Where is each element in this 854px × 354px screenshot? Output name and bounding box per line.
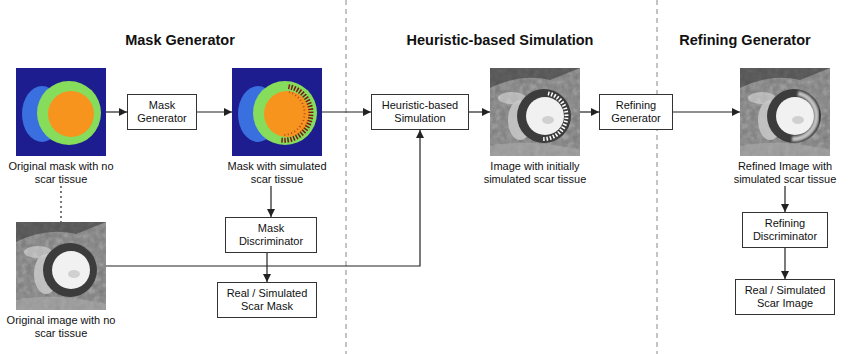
connector-arrow	[266, 253, 267, 282]
image-panel: Original mask with no scar tissue	[7, 68, 115, 186]
image-panel: Refined Image with simulated scar tissue	[725, 68, 845, 186]
connector-arrow	[60, 186, 61, 222]
section-divider	[657, 0, 658, 354]
process-box: Refining Generator	[599, 94, 673, 130]
image-caption: Refined Image with simulated scar tissue	[725, 160, 845, 186]
scar-overlay	[542, 93, 566, 139]
section-title: Heuristic-based Simulation	[407, 32, 594, 48]
image-panel: Mask with simulated scar tissue	[219, 68, 335, 186]
connector-arrow	[784, 248, 785, 279]
process-box: Real / Simulated Scar Mask	[217, 282, 317, 318]
scar-overlay	[281, 87, 311, 141]
section-title: Mask Generator	[125, 32, 235, 48]
process-box: Heuristic-based Simulation	[371, 94, 469, 130]
connector-arrow	[197, 111, 232, 112]
box-label: Heuristic-based Simulation	[377, 99, 463, 125]
section-title: Refining Generator	[679, 32, 810, 48]
image-caption: Image with initially simulated scar tiss…	[479, 160, 591, 186]
process-box: Mask Discriminator	[225, 217, 317, 253]
mask-image	[16, 68, 106, 156]
image-caption: Original image with no scar tissue	[6, 314, 116, 340]
image-frame	[740, 68, 830, 156]
connector-arrow	[673, 111, 740, 112]
section-divider	[346, 0, 347, 354]
mri-image	[740, 68, 830, 156]
mri-image	[490, 68, 580, 156]
connector-arrow	[270, 186, 271, 217]
connector-arrow	[106, 130, 420, 266]
image-panel: Original image with no scar tissue	[6, 222, 116, 340]
mri-image	[16, 222, 106, 310]
image-frame	[232, 68, 322, 156]
connector-arrow	[106, 111, 127, 112]
box-label: Refining Generator	[605, 99, 667, 125]
mask-image	[232, 68, 322, 156]
process-box: Mask Generator	[127, 94, 197, 130]
image-panel: Image with initially simulated scar tiss…	[479, 68, 591, 186]
box-label: Mask Generator	[133, 99, 191, 125]
image-caption: Mask with simulated scar tissue	[219, 160, 335, 186]
connector-arrow	[784, 186, 785, 212]
process-box: Real / Simulated Scar Image	[735, 279, 835, 315]
image-frame	[16, 68, 106, 156]
connector-arrow	[580, 111, 599, 112]
box-label: Mask Discriminator	[231, 222, 311, 248]
scar-overlay	[792, 93, 816, 139]
image-caption: Original mask with no scar tissue	[7, 160, 115, 186]
box-label: Refining Discriminator	[748, 217, 822, 243]
box-label: Real / Simulated Scar Mask	[223, 287, 311, 313]
box-label: Real / Simulated Scar Image	[741, 284, 829, 310]
image-frame	[490, 68, 580, 156]
connector-arrow	[469, 111, 490, 112]
image-frame	[16, 222, 106, 310]
connector-arrow	[322, 111, 371, 112]
process-box: Refining Discriminator	[742, 212, 828, 248]
